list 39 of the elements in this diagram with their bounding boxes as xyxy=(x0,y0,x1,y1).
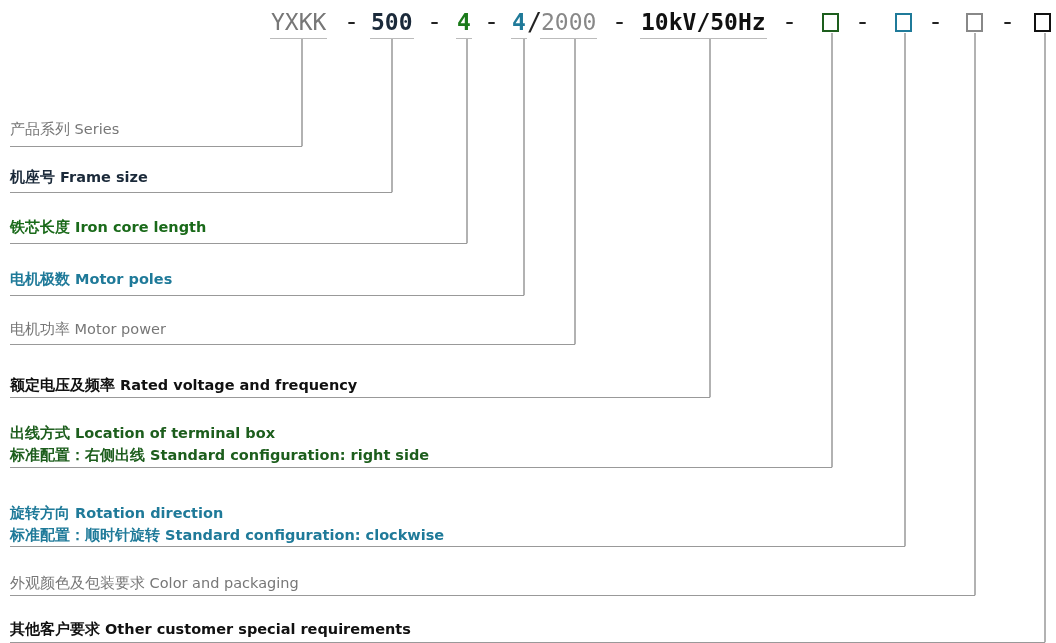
separator: - xyxy=(1000,6,1016,38)
leader-line xyxy=(574,38,576,345)
separator: / xyxy=(527,6,543,38)
code-segment: 2000 xyxy=(540,6,598,39)
leader-line xyxy=(974,32,976,596)
placeholder-box xyxy=(822,13,839,32)
code-segment: 4 xyxy=(456,6,472,39)
description-label: 旋转方向 Rotation direction 标准配置：顺时针旋转 Standard configuration: clockwise xyxy=(10,502,905,547)
description-label: 出线方式 Location of terminal box 标准配置：右侧出线 Standard configuration: right side xyxy=(10,422,832,468)
separator: - xyxy=(427,6,443,38)
separator: - xyxy=(344,6,360,38)
description-label: 机座号 Frame size xyxy=(10,166,392,193)
leader-line xyxy=(391,38,393,193)
description-label: 电机极数 Motor poles xyxy=(10,268,524,296)
description-label: 电机功率 Motor power xyxy=(10,318,575,345)
separator: - xyxy=(612,6,628,38)
code-segment: 4 xyxy=(511,6,527,39)
leader-line xyxy=(301,38,303,147)
separator: - xyxy=(782,6,798,38)
placeholder-box xyxy=(895,13,912,32)
leader-line xyxy=(1044,32,1046,643)
separator: - xyxy=(928,6,944,38)
leader-line xyxy=(466,38,468,244)
separator: - xyxy=(484,6,500,38)
code-segment: 500 xyxy=(370,6,414,39)
leader-line xyxy=(831,32,833,468)
leader-line xyxy=(523,38,525,296)
code-segment: 10kV/50Hz xyxy=(640,6,767,39)
placeholder-box xyxy=(966,13,983,32)
description-label: 产品系列 Series xyxy=(10,118,302,147)
leader-line xyxy=(709,38,711,398)
description-label: 额定电压及频率 Rated voltage and frequency xyxy=(10,374,710,398)
description-label: 其他客户要求 Other customer special requirements xyxy=(10,618,1045,643)
separator: - xyxy=(855,6,871,38)
description-label: 外观颜色及包装要求 Color and packaging xyxy=(10,572,975,596)
leader-line xyxy=(904,32,906,547)
placeholder-box xyxy=(1034,13,1051,32)
code-segment: YXKK xyxy=(270,6,328,39)
description-label: 铁芯长度 Iron core length xyxy=(10,216,467,244)
